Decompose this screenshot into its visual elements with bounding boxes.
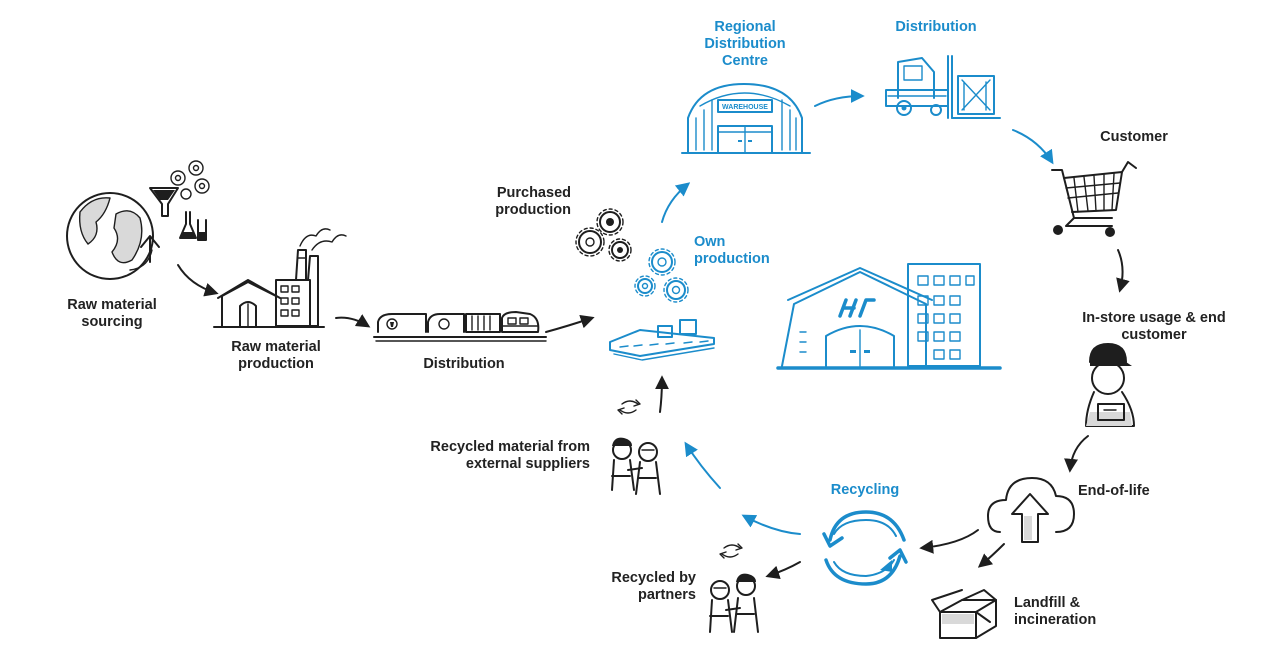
- label-regional-distribution-centre: Regional Distribution Centre: [704, 19, 786, 69]
- label-distribution-rail: Distribution: [423, 356, 505, 372]
- arrow-endoflife-to-recycling: [919, 529, 979, 554]
- arrow-rdc-to-distribution: [814, 89, 865, 107]
- recycle-arrows-icon: [822, 510, 908, 586]
- label-customer: Customer: [1100, 129, 1168, 145]
- arrow-sourcing-to-production: [177, 264, 219, 297]
- label-recycled-by-partners: Recycled by partners: [611, 570, 696, 603]
- arrow-customer-to-instore: [1116, 249, 1130, 293]
- handshake-icon-partners: [709, 543, 759, 633]
- label-purchased-production: Purchased production: [495, 185, 571, 218]
- shopping-cart-icon: [1051, 161, 1137, 237]
- label-raw-material-sourcing: Raw material sourcing: [67, 297, 157, 330]
- label-recycled-external: Recycled material from external supplier…: [430, 439, 590, 472]
- arrow-recycling-to-partners: [741, 514, 801, 535]
- label-distribution-forklift: Distribution: [895, 19, 977, 35]
- label-end-of-life: End-of-life: [1078, 483, 1150, 499]
- arrow-endoflife-to-landfill: [977, 543, 1005, 568]
- arrow-distribution-to-own-production: [545, 314, 595, 333]
- warehouse-sign-text: WAREHOUSE: [722, 104, 768, 111]
- conveyor-icon: [609, 248, 715, 361]
- arrow-production-to-distribution: [335, 314, 371, 328]
- arrow-distribution-to-customer: [1012, 129, 1054, 165]
- label-recycling: Recycling: [830, 482, 900, 498]
- label-in-store-usage: In-store usage & end customer: [1082, 310, 1226, 343]
- label-raw-material-production: Raw material production: [231, 339, 321, 372]
- flow-arrows: [177, 89, 1130, 580]
- arrow-recycling-to-byPartners: [765, 561, 801, 580]
- arrow-recycling-to-external: [684, 441, 721, 489]
- arrow-instore-to-endoflife: [1064, 435, 1089, 473]
- box-icon: [931, 589, 997, 639]
- gears-icon: [575, 208, 632, 262]
- headquarters-building-icon: [776, 263, 1002, 370]
- globe-icon: [66, 160, 210, 280]
- arrow-external-to-production: [654, 375, 669, 413]
- cloud-upload-icon: [987, 477, 1075, 543]
- forklift-icon: [885, 55, 1001, 119]
- handshake-icon-external: [611, 399, 661, 495]
- label-own-production: Own production: [694, 234, 770, 267]
- worker-icon: [1085, 343, 1135, 427]
- factory-icon: [213, 228, 347, 328]
- train-icon: [373, 311, 547, 342]
- warehouse-icon: [681, 83, 811, 154]
- arrow-production-to-rdc: [661, 182, 691, 223]
- label-landfill-incineration: Landfill & incineration: [1014, 595, 1097, 628]
